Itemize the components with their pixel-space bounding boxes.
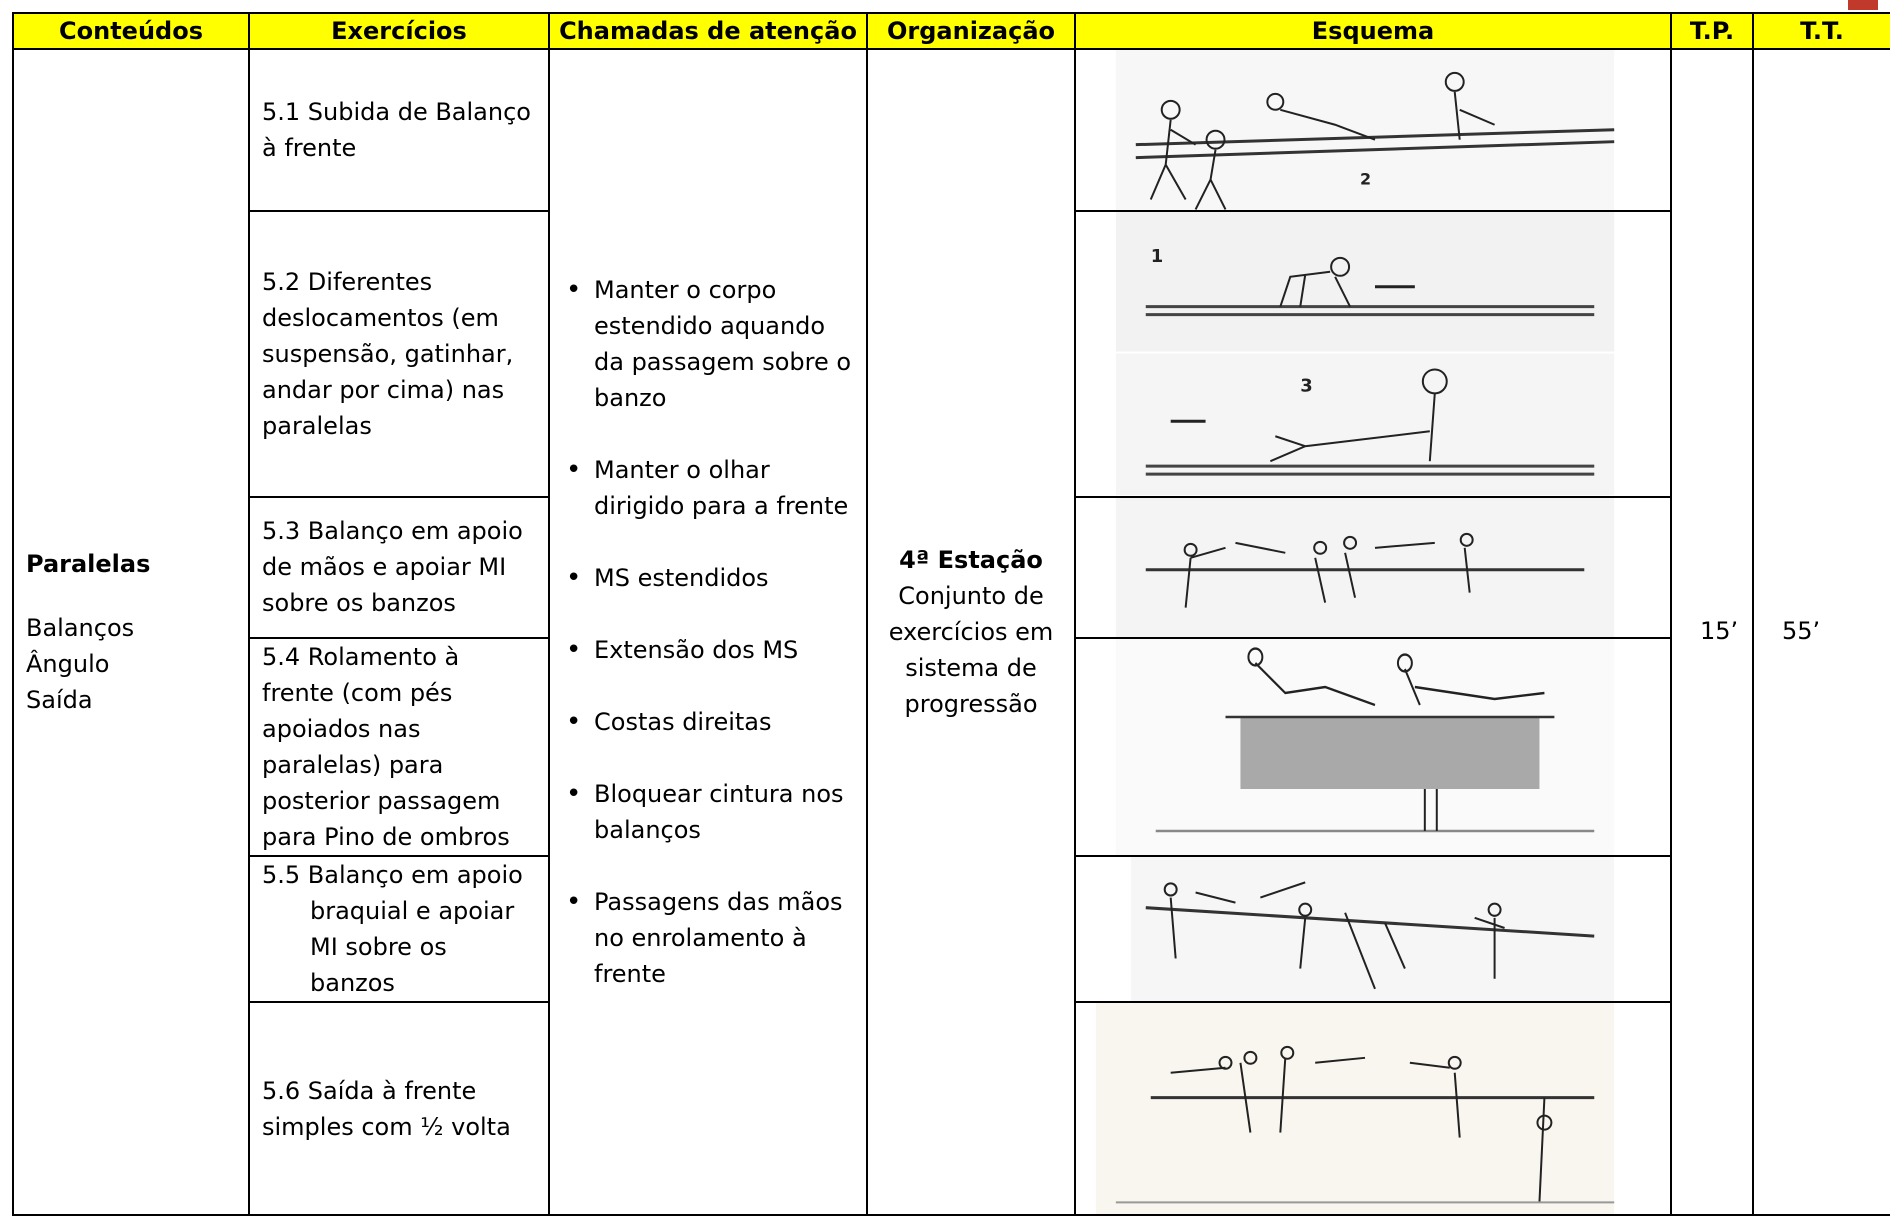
exercise-cell: 5.6 Saída à frente simples com ½ volta <box>248 1001 550 1216</box>
header-conteudos: Conteúdos <box>12 12 250 50</box>
sketch-label: 2 <box>1360 170 1371 189</box>
chamada-item: Manter o olhar dirigido para a frente <box>560 452 856 524</box>
esquema-cell <box>1074 1001 1672 1216</box>
esquema-cell: 1 3 <box>1074 210 1672 498</box>
table-row: 5.2 Diferentes deslocamentos (em suspens… <box>13 210 1890 498</box>
sketch-label: 3 <box>1300 376 1312 397</box>
esquema-cell <box>1074 495 1672 640</box>
chamadas-cell: Manter o corpo estendido aquando da pass… <box>548 47 868 1216</box>
exercise-cell: 5.4 Rolamento à frente (com pés apoiados… <box>248 637 550 858</box>
exercise-cell: 5.2 Diferentes deslocamentos (em suspens… <box>248 210 550 498</box>
header-organizacao: Organização <box>866 12 1076 50</box>
table-row: Paralelas Balanços Ângulo Saída 5.1 Subi… <box>12 47 1890 1216</box>
esquema-cell <box>1074 855 1672 1004</box>
organizacao-cell: 4ª Estação Conjunto de exercícios em sis… <box>866 47 1076 1216</box>
chamada-item: Manter o corpo estendido aquando da pass… <box>560 272 856 416</box>
table-row: 5.4 Rolamento à frente (com pés apoiados… <box>13 637 1890 858</box>
chamada-item: Extensão dos MS <box>560 632 856 668</box>
conteudos-item: Balanços <box>26 614 135 643</box>
exercise-cell: 5.1 Subida de Balanço à frente <box>248 47 550 213</box>
exercise-text: 5.5 Balanço em apoio braquial e apoiar M… <box>262 861 523 998</box>
table-row: 5.5 Balanço em apoio braquial e apoiar M… <box>13 855 1890 1004</box>
conteudos-cell: Paralelas Balanços Ângulo Saída <box>12 47 250 1216</box>
table-row: 5.3 Balanço em apoio de mãos e apoiar MI… <box>13 495 1890 640</box>
header-row: Conteúdos Exercícios Chamadas de atenção… <box>12 12 1890 50</box>
esquema-cell: 2 <box>1074 47 1672 213</box>
chamada-item: MS estendidos <box>560 560 856 596</box>
header-tp: T.P. <box>1670 12 1754 50</box>
exercise-cell: 5.5 Balanço em apoio braquial e apoiar M… <box>248 855 550 1004</box>
exercise-cell: 5.3 Balanço em apoio de mãos e apoiar MI… <box>248 495 550 640</box>
sketch-deslocamentos: 1 3 <box>1115 213 1615 495</box>
chamadas-list: Manter o corpo estendido aquando da pass… <box>560 272 856 992</box>
tt-cell: 55’ <box>1752 47 1890 1216</box>
header-esquema: Esquema <box>1074 12 1672 50</box>
chamada-item: Passagens das mãos no enrolamento à fren… <box>560 884 856 992</box>
sketch-subida-balanco: 2 <box>1115 51 1615 210</box>
lesson-plan-table: Conteúdos Exercícios Chamadas de atenção… <box>12 12 1890 1216</box>
organizacao-text: Conjunto de exercícios em sistema de pro… <box>888 582 1054 719</box>
conteudos-item: Ângulo <box>26 650 110 679</box>
conteudos-item: Saída <box>26 686 93 715</box>
sketch-balanco-braquial <box>1130 858 1615 1001</box>
chamada-item: Costas direitas <box>560 704 856 740</box>
chamada-item: Bloquear cintura nos balanços <box>560 776 856 848</box>
sketch-label: 1 <box>1151 246 1163 267</box>
header-chamadas: Chamadas de atenção <box>548 12 868 50</box>
sketch-balanco-apoio <box>1115 498 1615 637</box>
conteudos-title: Paralelas <box>26 550 151 579</box>
corner-accent <box>1848 0 1878 10</box>
sketch-saida-frente <box>1095 1004 1615 1214</box>
tp-cell: 15’ <box>1670 47 1754 1216</box>
organizacao-title: 4ª Estação <box>899 546 1043 575</box>
sketch-rolamento <box>1115 640 1615 855</box>
esquema-cell <box>1074 637 1672 858</box>
header-tt: T.T. <box>1752 12 1890 50</box>
header-exercicios: Exercícios <box>248 12 550 50</box>
